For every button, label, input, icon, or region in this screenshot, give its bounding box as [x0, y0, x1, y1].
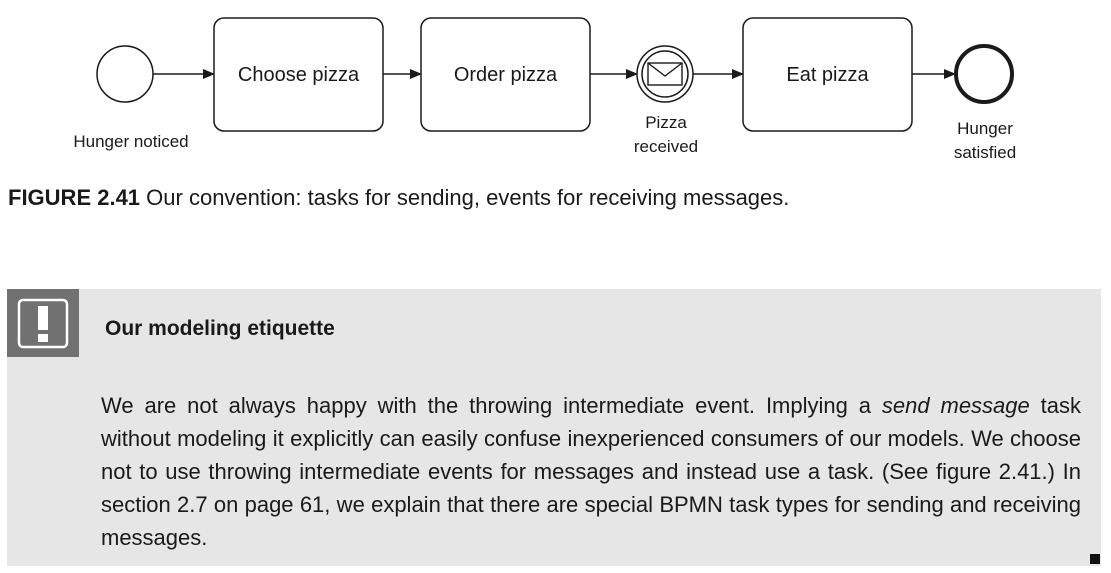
- intermediate-event-label-line1: Pizza: [645, 113, 687, 132]
- task-order-pizza: Order pizza: [420, 17, 591, 132]
- envelope-icon: [647, 62, 683, 86]
- start-event: [96, 45, 154, 103]
- etiquette-emphasis: send message: [881, 393, 1030, 418]
- bpmn-process-diagram: Hunger noticed Choose pizza Order pizza …: [73, 17, 1016, 162]
- figure-caption-text: Our convention: tasks for sending, event…: [146, 185, 790, 210]
- etiquette-box: Our modeling etiquette We are not always…: [7, 289, 1101, 566]
- task-eat-pizza: Eat pizza: [742, 17, 913, 132]
- start-event-label: Hunger noticed: [73, 132, 188, 151]
- etiquette-body: We are not always happy with the throwin…: [101, 389, 1081, 554]
- end-of-box-marker: [1090, 554, 1100, 564]
- task-label: Eat pizza: [786, 64, 869, 86]
- figure-number: FIGURE 2.41: [8, 185, 141, 210]
- exclamation-icon: [17, 298, 69, 349]
- intermediate-event-label-line2: received: [634, 137, 698, 156]
- end-event-label-line1: Hunger: [957, 119, 1013, 138]
- figure-caption: FIGURE 2.41 Our convention: tasks for se…: [8, 184, 789, 212]
- etiquette-text-after: task without modeling it explicitly can …: [101, 393, 1082, 550]
- end-event-label-line2: satisfied: [954, 143, 1016, 162]
- etiquette-text-before: We are not always happy with the throwin…: [101, 393, 882, 418]
- etiquette-title: Our modeling etiquette: [105, 317, 335, 340]
- etiquette-paragraph: We are not always happy with the throwin…: [101, 389, 1081, 554]
- end-event: [954, 44, 1014, 104]
- intermediate-message-event: [636, 45, 694, 103]
- exclamation-badge: [7, 289, 79, 357]
- task-label: Choose pizza: [238, 64, 360, 86]
- task-label: Order pizza: [454, 64, 558, 86]
- task-choose-pizza: Choose pizza: [213, 17, 384, 132]
